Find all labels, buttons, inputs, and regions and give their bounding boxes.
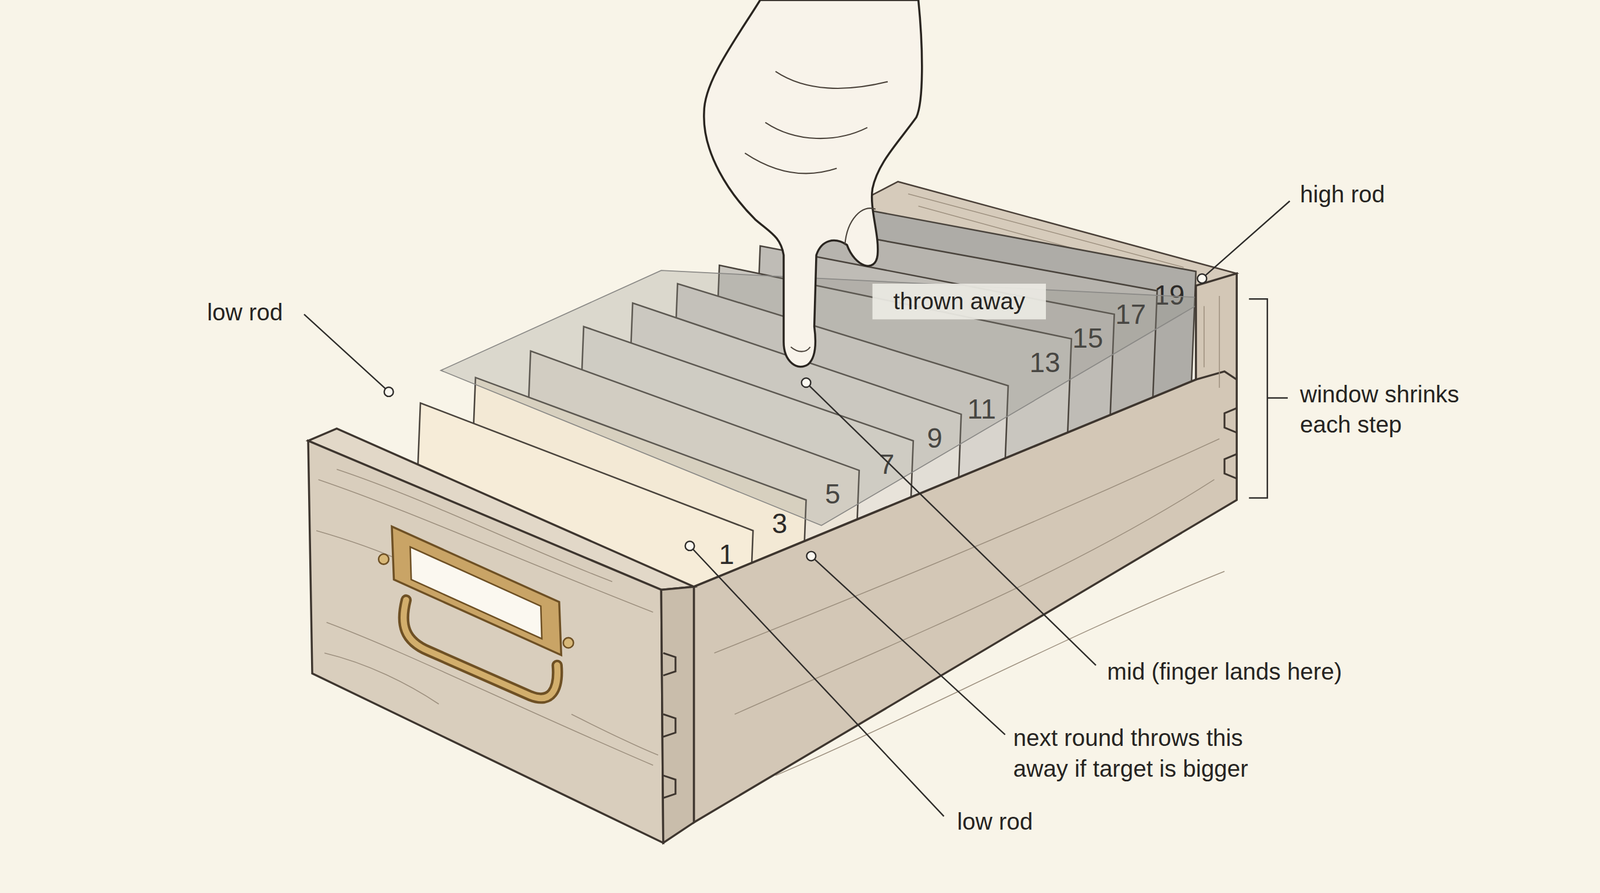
region-label: thrown away <box>872 283 1046 320</box>
card-shape <box>711 265 1072 543</box>
dovetail-joint <box>663 652 676 798</box>
leader-dot <box>685 541 695 551</box>
card-shape <box>575 326 914 646</box>
card-shape <box>843 206 1196 476</box>
hand-detail <box>744 71 888 352</box>
label-holder-window <box>410 547 542 639</box>
leader-line <box>690 547 944 817</box>
leader-lines <box>304 201 1290 817</box>
card-shape <box>669 283 1009 591</box>
drawer-rim <box>693 371 1237 587</box>
leader-line <box>811 556 1005 735</box>
rivet <box>563 637 574 649</box>
card-shape <box>624 302 962 619</box>
leader-dot <box>806 551 816 562</box>
leader-dot <box>801 377 812 388</box>
leader-line <box>1202 201 1290 278</box>
drawer-pull-handle <box>403 600 558 699</box>
callout-label: low rod <box>206 297 330 328</box>
callout-label: high rod <box>1300 178 1444 210</box>
label-holder-frame <box>391 526 562 656</box>
dovetail-joint <box>1224 408 1237 479</box>
card-number: 1 <box>718 541 734 569</box>
card-shape <box>467 377 807 705</box>
label-box: thrown away <box>872 283 1046 320</box>
rivet <box>378 554 389 565</box>
callout-label: mid (finger lands here) <box>1106 656 1414 688</box>
card-number: 3 <box>772 510 788 538</box>
window-bracket <box>1248 298 1288 498</box>
callout-label: window shrinks each step <box>1300 378 1484 440</box>
leader-dot <box>384 387 394 397</box>
drawer-pull-handle <box>403 600 558 699</box>
drawer-front-end <box>661 586 694 844</box>
leader-dot <box>1197 273 1207 284</box>
callout-label: low rod <box>956 806 1080 838</box>
leader-line <box>304 314 388 392</box>
card-shape <box>522 351 860 675</box>
callout-label: next round throws this away if target is… <box>1013 722 1274 784</box>
